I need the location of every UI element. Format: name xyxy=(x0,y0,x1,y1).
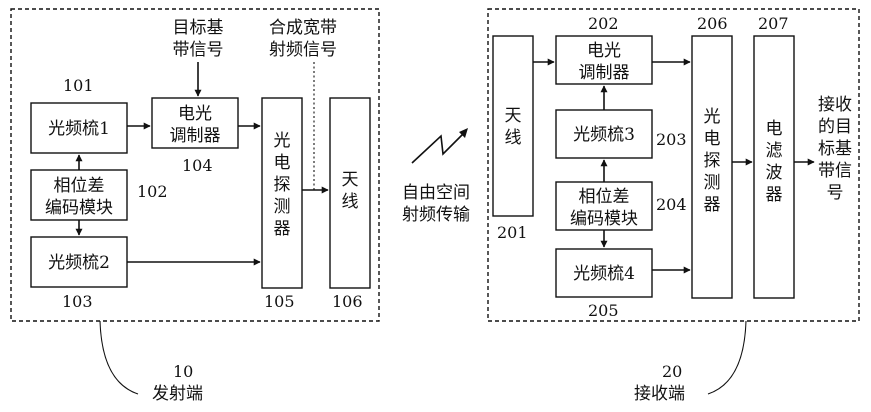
rx-antenna-block: 天 线 xyxy=(493,36,533,216)
tx-pd-char5: 器 xyxy=(274,219,291,239)
tx-pd-char3: 探 xyxy=(274,175,291,195)
rx-phase-encoder-number: 204 xyxy=(656,195,687,214)
tx-input-signal-line1: 目标基 xyxy=(173,18,224,38)
rx-modulator-block: 电光 调制器 xyxy=(556,36,652,84)
tx-antenna-block: 天 线 xyxy=(330,98,370,288)
tx-modulator-block: 电光 调制器 xyxy=(152,98,238,148)
tx-modulator-line2: 调制器 xyxy=(170,126,221,146)
tx-phase-encoder-line1: 相位差 xyxy=(54,176,105,196)
rx-output-line3: 标基 xyxy=(818,139,852,159)
wireless-link-symbol xyxy=(412,133,464,163)
rx-filter-char3: 波 xyxy=(766,163,783,183)
rx-output-line2: 的目 xyxy=(818,117,852,137)
channel-line2: 射频传输 xyxy=(402,205,470,225)
rx-callout-number: 20 xyxy=(662,362,682,381)
rx-pd-char5: 器 xyxy=(704,195,721,215)
rx-comb3-block: 光频梳3 xyxy=(556,110,652,158)
tx-phase-encoder-line2: 编码模块 xyxy=(45,198,113,218)
rx-pd-char4: 测 xyxy=(704,173,721,193)
rx-output-line5: 号 xyxy=(827,183,844,203)
rx-comb4-block: 光频梳4 xyxy=(556,249,652,297)
tx-input-signal-line2: 带信号 xyxy=(173,40,224,60)
tx-comb2-block: 光频梳2 xyxy=(31,237,127,287)
tx-pd-char4: 测 xyxy=(274,197,291,217)
tx-pd-char2: 电 xyxy=(274,153,291,173)
tx-callout-curve xyxy=(100,321,138,394)
tx-phase-encoder-number: 102 xyxy=(137,182,168,201)
rx-phase-encoder-block: 相位差 编码模块 xyxy=(556,182,652,230)
rx-pd-char3: 探 xyxy=(704,151,721,171)
tx-comb1-number: 101 xyxy=(63,76,94,95)
tx-callout-label: 发射端 xyxy=(152,384,203,404)
tx-comb2-label: 光频梳2 xyxy=(48,253,110,273)
tx-comb2-number: 103 xyxy=(62,292,93,311)
rx-filter-char4: 器 xyxy=(766,185,783,205)
rx-antenna-char2: 线 xyxy=(505,128,522,148)
rx-comb4-label: 光频梳4 xyxy=(573,264,635,284)
tx-phase-encoder-block: 相位差 编码模块 xyxy=(31,170,127,220)
rx-filter-number: 207 xyxy=(758,14,789,33)
rx-pd-char2: 电 xyxy=(704,129,721,149)
rx-photodetector-number: 206 xyxy=(697,14,728,33)
tx-photodetector-number: 105 xyxy=(264,292,295,311)
tx-antenna-number: 106 xyxy=(332,292,363,311)
rx-modulator-line2: 调制器 xyxy=(579,63,630,83)
tx-pd-char1: 光 xyxy=(274,131,291,151)
rx-filter-char2: 滤 xyxy=(766,141,783,161)
rx-callout-curve xyxy=(708,321,746,394)
rx-modulator-line1: 电光 xyxy=(587,41,621,61)
tx-photodetector-block: 光 电 探 测 器 xyxy=(262,98,302,288)
rx-output-line1: 接收 xyxy=(818,95,852,115)
rx-pd-char1: 光 xyxy=(704,107,721,127)
tx-modulator-number: 104 xyxy=(182,156,213,175)
rx-comb4-number: 205 xyxy=(588,301,619,320)
rx-filter-block: 电 滤 波 器 xyxy=(754,36,794,298)
rx-photodetector-block: 光 电 探 测 器 xyxy=(692,36,732,298)
channel-line1: 自由空间 xyxy=(402,183,470,203)
tx-output-signal-line2: 射频信号 xyxy=(269,40,337,60)
rx-comb3-number: 203 xyxy=(656,130,687,149)
tx-antenna-char2: 线 xyxy=(342,192,359,212)
tx-modulator-line1: 电光 xyxy=(178,104,212,124)
rx-filter-char1: 电 xyxy=(766,119,783,139)
tx-output-signal-line1: 合成宽带 xyxy=(269,18,337,38)
tx-comb1-block: 光频梳1 xyxy=(31,103,127,153)
tx-callout-number: 10 xyxy=(173,362,193,381)
rx-antenna-char1: 天 xyxy=(505,106,522,126)
rx-phase-encoder-line1: 相位差 xyxy=(579,187,630,207)
rx-comb3-label: 光频梳3 xyxy=(573,125,635,145)
rx-callout-label: 接收端 xyxy=(634,384,685,404)
tx-comb1-label: 光频梳1 xyxy=(48,119,110,139)
tx-antenna-char1: 天 xyxy=(342,170,359,190)
rx-phase-encoder-line2: 编码模块 xyxy=(570,209,638,229)
rx-modulator-number: 202 xyxy=(588,14,619,33)
rx-output-line4: 带信 xyxy=(818,161,852,181)
rx-antenna-number: 201 xyxy=(497,223,528,242)
receiver-frame xyxy=(488,9,859,321)
